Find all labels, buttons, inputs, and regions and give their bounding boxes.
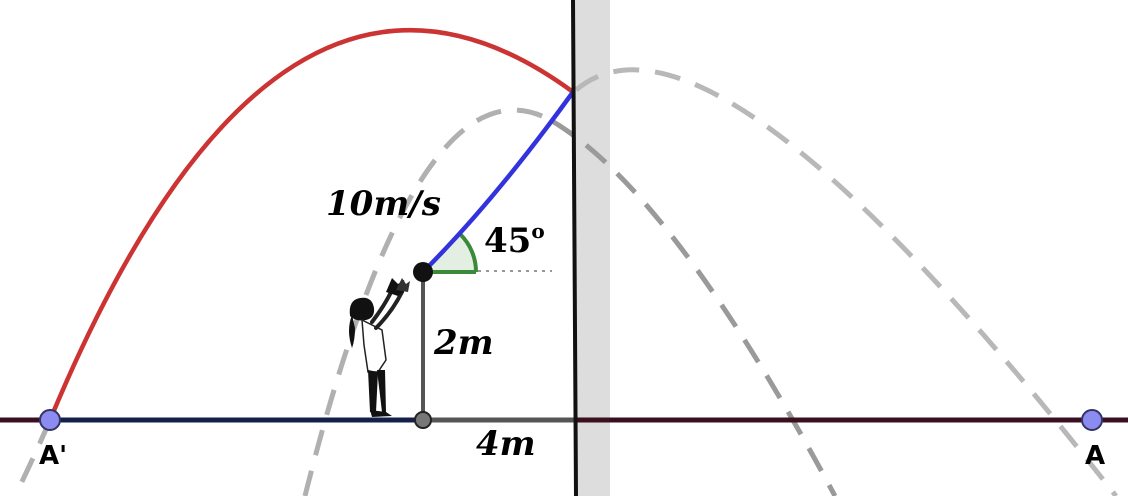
dashed-trajectory-reflected: [574, 67, 1118, 496]
height-label: 2m: [433, 323, 494, 363]
velocity-label: 10m/s: [326, 184, 441, 224]
dashed-trajectory-full: [302, 107, 554, 496]
point-a-label: A: [1085, 441, 1105, 471]
point-a-prime-label: A': [39, 441, 67, 471]
distance-label: 4m: [476, 424, 536, 464]
base-point[interactable]: [414, 411, 432, 429]
trajectory-before-wall: [421, 90, 575, 274]
angle-degree-sup: o: [531, 219, 544, 243]
angle-value: 45: [484, 221, 531, 261]
wall-line: [571, 0, 578, 496]
dashed-trajectory-continued: [550, 118, 838, 496]
launch-point[interactable]: [413, 262, 433, 282]
point-a-prime[interactable]: [39, 409, 61, 431]
wall-band: [575, 0, 610, 496]
angle-sector: [423, 234, 477, 272]
point-a[interactable]: [1081, 409, 1103, 431]
mirrored-trajectory: [47, 28, 575, 421]
thrower-figure: [349, 278, 410, 417]
angle-label: 45o: [484, 219, 545, 261]
